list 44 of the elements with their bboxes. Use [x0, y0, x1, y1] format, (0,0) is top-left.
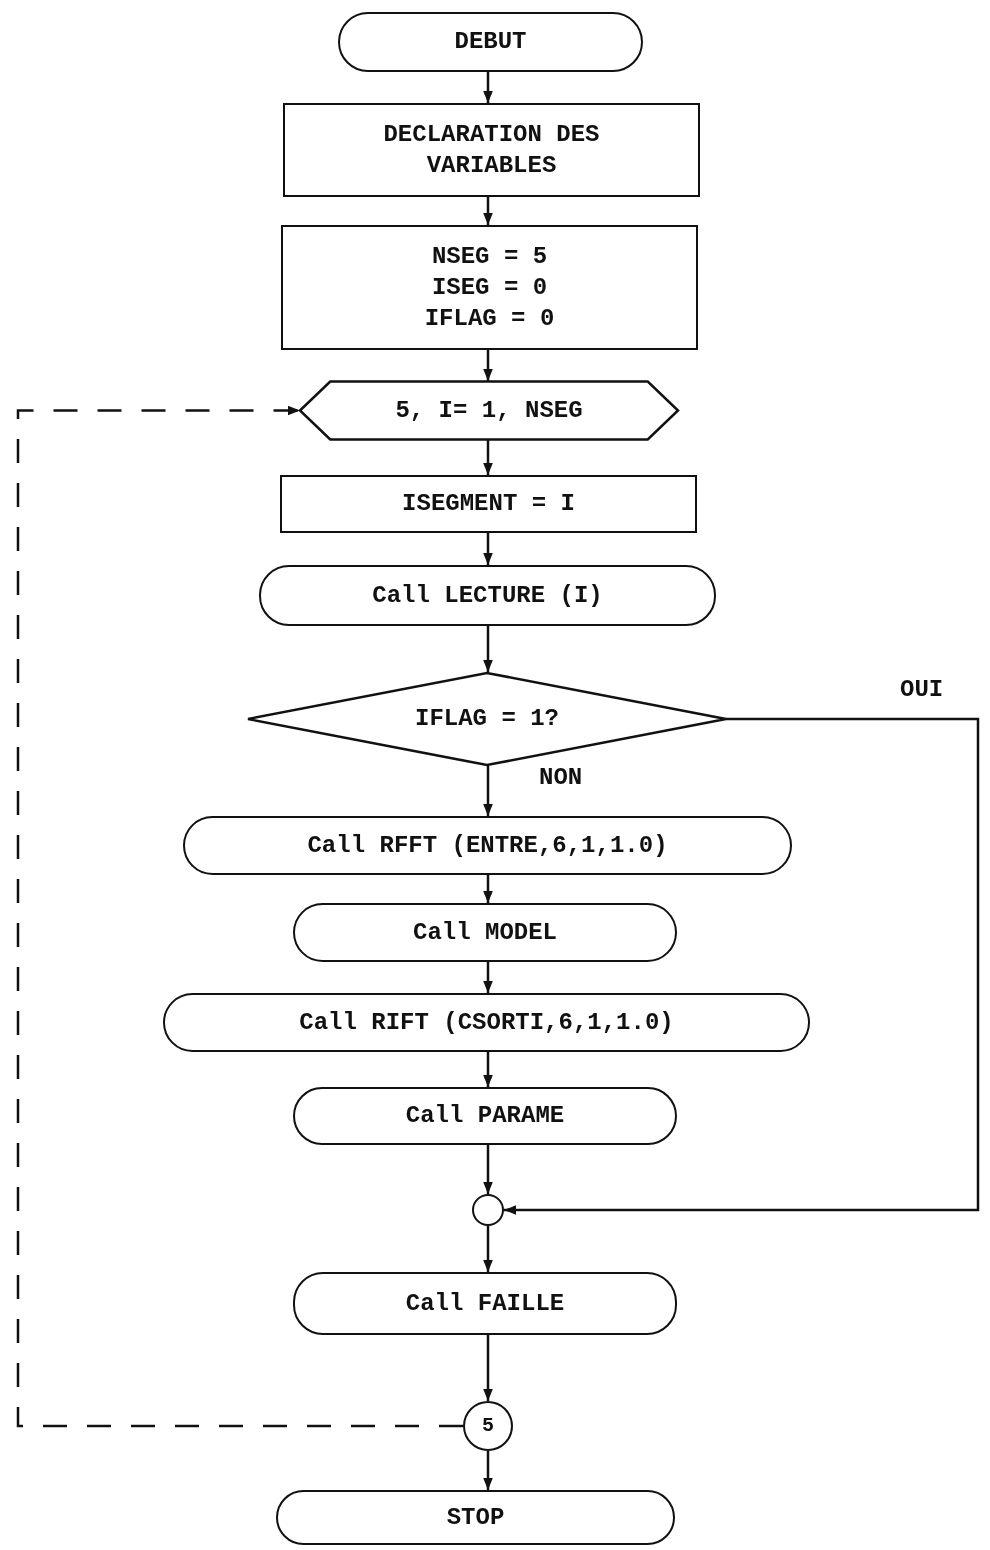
connector-circle [472, 1194, 504, 1226]
arrow [483, 766, 493, 816]
node-label: ISEGMENT = I [402, 489, 575, 520]
arrow [483, 1335, 493, 1401]
node-label: Call PARAME [405, 1101, 565, 1132]
node-label: DEBUT [454, 27, 527, 58]
loop-hexagon [300, 381, 678, 440]
arrow [483, 962, 493, 993]
node-label: Call FAILLE [405, 1288, 565, 1319]
arrow [483, 626, 493, 672]
connector-circle [463, 1401, 513, 1451]
process-box [280, 475, 697, 533]
arrow [483, 1226, 493, 1272]
node-label: IFLAG = 0 [424, 304, 555, 335]
process-box [283, 103, 700, 197]
arrow [483, 1052, 493, 1087]
node-label: IFLAG = 1? [415, 704, 559, 735]
arrow [483, 440, 493, 475]
arrow [483, 875, 493, 903]
arrow [483, 197, 493, 225]
process-box [281, 225, 698, 350]
node-label: 5, I= 1, NSEG [395, 395, 583, 426]
node-label: Call RFFT (ENTRE,6,1,1.0) [307, 830, 668, 861]
node-label: Call LECTURE (I) [372, 580, 603, 611]
arrow [483, 350, 493, 381]
arrow [504, 717, 980, 1215]
node-label: 5 [482, 1413, 494, 1439]
arrow [483, 533, 493, 565]
node-label: STOP [446, 1502, 505, 1533]
terminal-box [293, 1272, 677, 1335]
terminal-box [259, 565, 716, 626]
node-label: NSEG = 5 [431, 241, 548, 272]
arrow [483, 72, 493, 103]
node-label: Call MODEL [413, 917, 557, 948]
terminal-box [338, 12, 643, 72]
terminal-box [276, 1490, 675, 1545]
node-label: ISEG = 0 [431, 272, 548, 303]
arrow [483, 1145, 493, 1194]
node-label: DECLARATION DES VARIABLES [382, 119, 601, 181]
terminal-box [293, 1087, 677, 1145]
arrow [483, 1451, 493, 1490]
decision-diamond [248, 672, 726, 766]
node-label: Call RIFT (CSORTI,6,1,1.0) [299, 1007, 674, 1038]
dashed-arrow [16, 405, 463, 1428]
